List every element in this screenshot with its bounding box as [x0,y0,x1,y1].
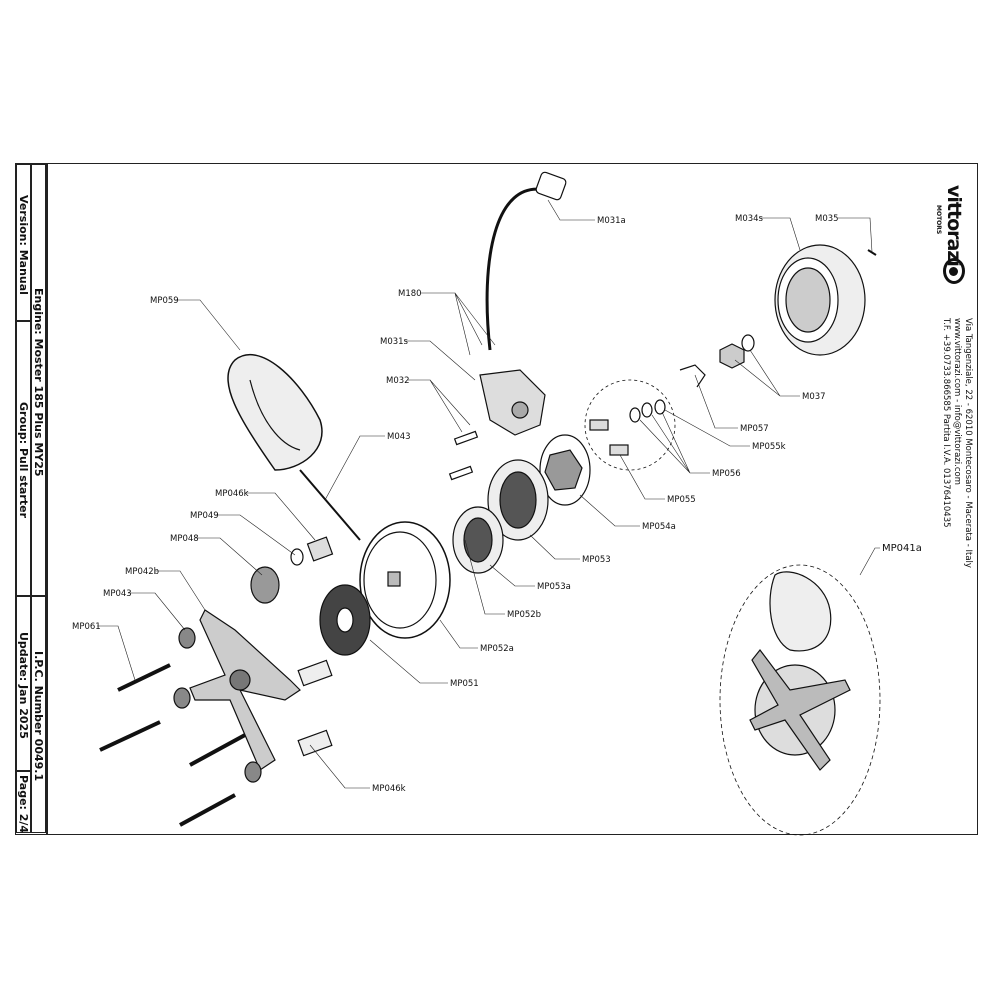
label-MP053: MP053 [582,555,611,565]
label-MP055: MP055 [667,495,696,505]
handle-mp059 [227,353,323,471]
logo-mark-icon [943,258,965,284]
label-MP054a: MP054a [642,522,676,532]
drawing-frame [47,163,978,835]
label-M031a: M031a [597,216,626,226]
label-MP055k: MP055k [752,442,786,452]
title-block: Version: Manual Group: Pull starter Upda… [15,163,47,835]
label-MP049: MP049 [190,511,219,521]
label-M037: M037 [802,392,826,402]
version-cell: Version: Manual [16,164,31,321]
label-M031s: M031s [380,337,409,347]
label-MP046k: MP046k [215,489,249,499]
bracket-mp042b [189,609,301,771]
ipc-cell: I.P.C. Number 0049.1 [31,596,46,833]
label-M034s: M034s [735,214,764,224]
label-MP052a: MP052a [480,644,514,654]
nut-m037 [719,343,745,369]
company-phone: T.F. +39.0733.866585 Partita I.V.A. 0137… [941,318,951,528]
label-MP057: MP057 [740,424,769,434]
label-MP046k-bottom: MP046k [372,784,406,794]
label-MP056: MP056 [712,469,741,479]
label-MP043: MP043 [103,589,132,599]
label-M035: M035 [815,214,839,224]
company-logo: vittorazi [943,185,965,266]
page-text: Page: 2/4 [17,774,30,834]
label-MP053a: MP053a [537,582,571,592]
label-M032: M032 [386,376,410,386]
group-text: Group: Pull starter [17,402,30,519]
update-text: Update: Jan 2025 [17,632,30,739]
company-address: Via Tangenziale, 22 - 62010 Montecosaro … [963,318,973,568]
engine-text: Engine: Moster 185 Plus MY25 [32,287,45,477]
label-MP061: MP061 [72,622,101,632]
label-MP041a: MP041a [882,543,922,554]
label-M180: M180 [398,289,422,299]
engine-cell: Engine: Moster 185 Plus MY25 [31,164,46,596]
spark-cable [485,187,546,351]
group-cell: Group: Pull starter [16,321,31,596]
update-cell: Update: Jan 2025 [16,596,31,771]
label-MP059: MP059 [150,296,179,306]
ignition-coil [479,369,546,436]
page-cell: Page: 2/4 [16,771,31,833]
assembly-mp041a [719,564,881,836]
label-MP048: MP048 [170,534,199,544]
label-MP052b: MP052b [507,610,541,620]
ipc-text: I.P.C. Number 0049.1 [32,651,45,782]
label-M043: M043 [387,432,411,442]
label-MP051: MP051 [450,679,479,689]
company-logo-sub: MOTORS [935,205,942,235]
label-MP042b: MP042b [125,567,159,577]
company-web: www.vittorazi.com - info@vittorazi.com [952,318,962,485]
version-text: Version: Manual [17,194,30,295]
spark-cap [535,171,567,201]
